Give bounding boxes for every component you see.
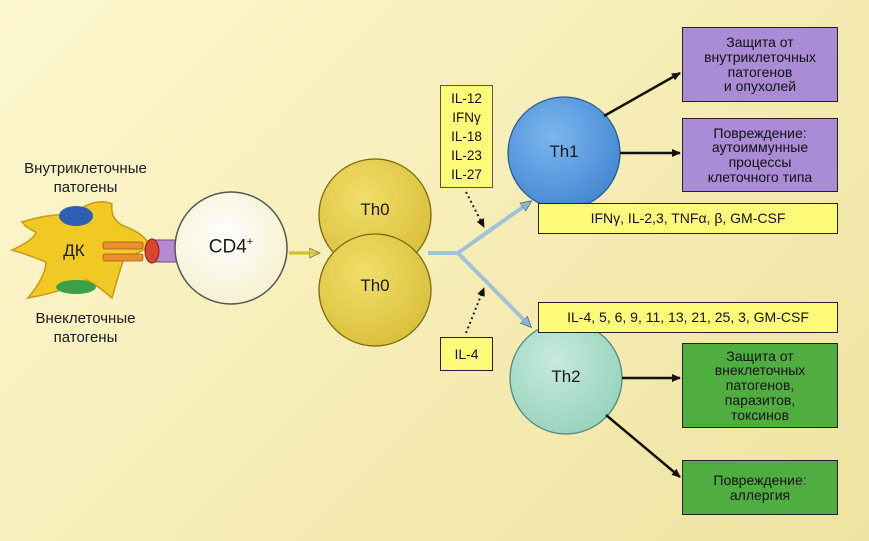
th0-cell-lower xyxy=(318,233,432,347)
mhc-bar-lower xyxy=(102,253,144,262)
inducer-il12: IL-12 xyxy=(451,90,482,106)
arrow-th0-to-th2 xyxy=(456,251,530,326)
cd4-cell xyxy=(174,191,288,305)
mhc-bar-upper xyxy=(102,241,144,250)
arrow-th2-damage xyxy=(605,414,681,478)
extracellular-pathogens-label: Внеклеточные патогены xyxy=(8,310,163,348)
dotted-arrow-th1-inducers xyxy=(465,191,485,228)
dc-label: ДК xyxy=(63,241,85,260)
inducer-il27: IL-27 xyxy=(451,166,482,182)
intracellular-antigen-ellipse xyxy=(59,206,93,226)
th0-lower-label: Th0 xyxy=(360,276,390,295)
th2-label: Th2 xyxy=(551,367,581,386)
th2-protection-line5: токсинов xyxy=(730,406,790,423)
arrow-th1-protection xyxy=(603,71,681,118)
cd4-label-superscript: + xyxy=(246,236,254,248)
th2-protection-line3: патогенов, xyxy=(725,377,795,394)
th2-protection-box: Защита от внеклеточных патогенов, парази… xyxy=(682,343,838,428)
cd4-label-base: CD4 xyxy=(208,236,247,258)
th1-damage-line2: аутоиммунные xyxy=(711,139,809,156)
th1-protection-line3: патогенов xyxy=(727,63,793,80)
th1-damage-box: Повреждение: аутоиммунные процессы клето… xyxy=(682,118,838,192)
intracellular-label-line2: патогены xyxy=(53,178,118,196)
cd4-label: CD4+ xyxy=(191,236,271,258)
th2-protection-line1: Защита от xyxy=(726,347,794,364)
th1-protection-line1: Защита от xyxy=(726,34,794,51)
th1-damage-line3: процессы xyxy=(728,154,792,170)
extracellular-label-line1: Внеклеточные xyxy=(35,310,136,327)
tcr-head xyxy=(144,238,160,264)
th2-cytokines-box: IL-4, 5, 6, 9, 11, 13, 21, 25, 3, GM-CSF xyxy=(538,302,838,333)
inducer-il18: IL-18 xyxy=(451,128,482,144)
th2-damage-line1: Повреждение: xyxy=(713,471,807,488)
dotted-arrow-il4 xyxy=(465,287,485,334)
il4-box: IL-4 xyxy=(440,337,493,371)
extracellular-label-line2: патогены xyxy=(53,328,118,346)
th1-protection-line4: и опухолей xyxy=(723,78,797,95)
th1-damage-line1: Повреждение: xyxy=(713,124,807,141)
th2-damage-box: Повреждение: аллергия xyxy=(682,460,838,515)
th2-damage-line2: аллергия xyxy=(729,486,791,503)
intracellular-label-line1: Внутриклеточные xyxy=(24,160,147,177)
th1-protection-line2: внутриклеточных xyxy=(704,48,816,65)
dendritic-cell-body xyxy=(9,201,151,300)
dendritic-cell xyxy=(9,201,151,300)
inducer-ifng: IFNγ xyxy=(452,109,481,125)
differentiation-arrows xyxy=(428,202,530,326)
intracellular-pathogens-label: Внутриклеточные патогены xyxy=(8,160,163,198)
th1-cytokines-box: IFNγ, IL-2,3, TNFα, β, GM-CSF xyxy=(538,203,838,234)
extracellular-antigen-ellipse xyxy=(56,280,96,294)
th2-protection-line2: внеклеточных xyxy=(714,362,806,379)
inducer-il23: IL-23 xyxy=(451,147,482,163)
th1-protection-box: Защита от внутриклеточных патогенов и оп… xyxy=(682,27,838,102)
th1-label: Th1 xyxy=(549,142,579,161)
th1-inducing-cytokines-box: IL-12 IFNγ IL-18 IL-23 IL-27 xyxy=(440,85,493,188)
th2-protection-line4: паразитов, xyxy=(724,391,796,408)
th1-damage-line4: клеточного типа xyxy=(707,168,813,185)
th0-upper-label: Th0 xyxy=(360,200,390,219)
arrow-th0-to-th1 xyxy=(428,202,530,255)
